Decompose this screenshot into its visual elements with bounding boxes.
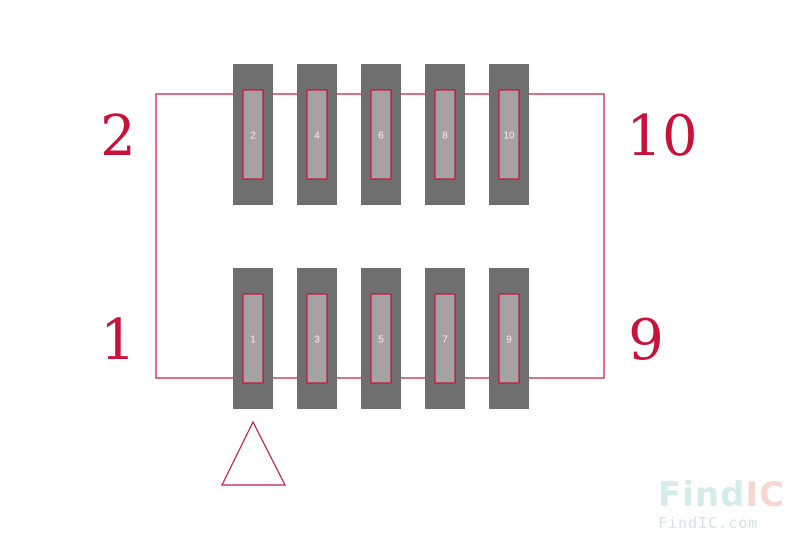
watermark-brand-ic: IC [745,475,785,515]
corner-label-top-left: 2 [100,104,136,169]
pad-6-outline [370,89,392,180]
pin-number-10: 10 [503,131,515,142]
corner-label-bottom-left: 1 [100,308,136,373]
pin-number-1: 1 [250,335,256,346]
pin-number-2: 2 [250,131,256,142]
pin-1-triangle-marker [221,420,286,486]
pin-number-7: 7 [442,335,448,346]
watermark-domain: FindIC.com [658,514,758,532]
top-pad-row: 2 4 6 8 10 [233,64,529,205]
findic-watermark: FindIC FindIC.com [658,475,785,532]
pad-5-outline [370,293,392,384]
pad-1-outline [242,293,264,384]
pad-8-outline [434,89,456,180]
pin-number-9: 9 [506,335,512,346]
watermark-brand-find: Find [658,475,745,515]
pad-3-outline [306,293,328,384]
pin-number-6: 6 [378,131,384,142]
bottom-pad-row: 1 3 5 7 9 [233,268,529,409]
svg-text:FindIC: FindIC [658,475,785,515]
pad-10-outline [498,89,520,180]
corner-label-top-right: 10 [626,104,697,169]
pad-7-outline [434,293,456,384]
pad-2-outline [242,89,264,180]
pad-9-outline [498,293,520,384]
pin-number-4: 4 [314,131,320,142]
pin-number-8: 8 [442,131,448,142]
pin-number-5: 5 [378,335,384,346]
pad-4-outline [306,89,328,180]
corner-label-bottom-right: 9 [628,308,664,373]
pin-number-3: 3 [314,335,320,346]
